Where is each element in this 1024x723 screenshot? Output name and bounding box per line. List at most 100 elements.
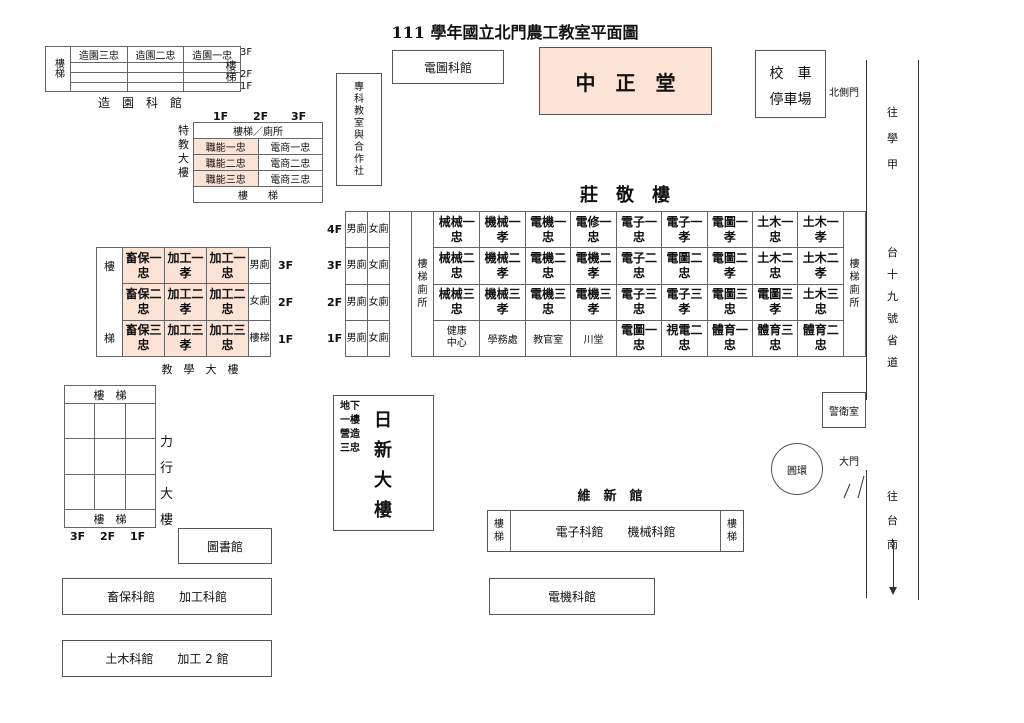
floor-label: 1F — [278, 333, 294, 346]
main-gate-label: 大門 — [839, 457, 859, 468]
guard-room: 警衛室 — [822, 392, 866, 428]
classroom: 電機一忠 — [524, 210, 572, 249]
classroom: 加工一忠 — [206, 246, 249, 285]
jiaoxue-caption: 教 學 大 樓 — [161, 363, 239, 376]
floor-label: 1F — [213, 110, 229, 123]
arrow-down-icon — [889, 587, 897, 595]
classroom: 造園二忠 — [126, 46, 185, 63]
rixin-note: 地下一樓營造三忠 — [340, 401, 360, 454]
classroom: 電子二忠 — [615, 247, 663, 285]
zaoyuan-caption: 造 園 科 館 — [97, 96, 182, 110]
lixing-stairs-bottom: 樓 梯 — [64, 509, 156, 528]
floor-label: 3F — [278, 259, 294, 272]
stairs-restroom-east: 樓梯廁所 — [843, 211, 866, 357]
classroom: 電商一忠 — [257, 138, 323, 155]
floor-label: 2F — [253, 110, 269, 123]
classroom: 職能一忠 — [193, 138, 259, 155]
male-restroom: 男廁 — [345, 247, 368, 285]
zaoyuan-stairs: 樓梯 — [45, 46, 71, 92]
zaoyuan-building: 樓梯 造園三忠 造園二忠 造園一忠 — [45, 46, 241, 92]
zaoyuan-stairs-right: 樓梯 — [224, 60, 237, 82]
rixin-name: 日新大樓 — [374, 410, 392, 521]
classroom: 電商二忠 — [257, 154, 323, 171]
gate-lines — [843, 475, 865, 499]
classroom: 加工三孝 — [164, 319, 207, 358]
classroom: 加工三忠 — [206, 319, 249, 358]
road-label-mid: 台十九號省道 — [887, 246, 898, 369]
classroom: 電圖一孝 — [706, 210, 754, 249]
weixin-stairs-left: 樓梯 — [488, 511, 511, 551]
female-restroom: 女廁 — [367, 283, 390, 321]
classroom: 械械一忠 — [432, 210, 481, 249]
classroom: 土木一忠 — [752, 210, 799, 249]
classroom: 電機三忠 — [524, 283, 572, 321]
north-gate-label: 北側門 — [829, 88, 859, 99]
classroom: 造園三忠 — [70, 46, 128, 63]
tejiao-building: 樓梯／廁所 職能一忠電商一忠 職能二忠電商二忠 職能三忠電商三忠 樓 梯 — [193, 122, 323, 203]
classroom: 電圖一忠 — [615, 319, 663, 358]
classroom: 電子三忠 — [615, 283, 663, 321]
female-restroom: 女廁 — [367, 247, 390, 285]
road-edge — [866, 60, 867, 400]
zhuangjing-name: 莊 敬 樓 — [580, 185, 670, 206]
chubao-jiagong-building: 畜保科館 加工科館 — [62, 578, 272, 615]
classroom: 體育一忠 — [706, 319, 754, 358]
rixin-building: 地下一樓營造三忠 日新大樓 — [333, 395, 434, 531]
classroom: 電子三孝 — [661, 283, 708, 321]
classroom: 電機二孝 — [570, 247, 617, 285]
bus-parking: 校 車 停車場 — [755, 50, 826, 118]
male-restroom: 男廁 — [345, 319, 368, 358]
classroom: 電機三孝 — [570, 283, 617, 321]
floor-label: 1F — [130, 530, 146, 543]
office: 川堂 — [570, 319, 617, 358]
classroom: 電圖三忠 — [706, 283, 754, 321]
roundabout: 圓環 — [771, 443, 823, 495]
tumu-jiagong-building: 土木科館 加工 2 館 — [62, 640, 272, 677]
jiaoxue-building: 樓 畜保一忠 加工一孝 加工一忠 男廁 畜保二忠 加工二孝 加工二忠 女廁 梯 … — [96, 246, 271, 358]
floor-label: 1F — [327, 332, 343, 345]
classroom: 畜保一忠 — [122, 246, 165, 285]
gap — [389, 211, 412, 357]
lixing-building: 樓 梯 樓 梯 — [63, 385, 157, 528]
classroom: 畜保二忠 — [122, 283, 165, 321]
diantu-building: 電圖科館 — [392, 50, 504, 84]
classroom: 體育三忠 — [752, 319, 799, 358]
female-restroom: 女廁 — [367, 319, 390, 358]
lixing-stairs-top: 樓 梯 — [64, 385, 156, 404]
weixin-stairs-right: 樓梯 — [720, 511, 743, 551]
classroom: 機械二孝 — [479, 247, 526, 285]
stairs: 樓梯 — [248, 319, 271, 358]
female-restroom: 女廁 — [248, 283, 271, 321]
classroom: 土木三忠 — [797, 283, 844, 321]
classroom: 體育二忠 — [797, 319, 844, 358]
library: 圖書館 — [178, 528, 272, 564]
classroom: 職能二忠 — [193, 154, 259, 171]
male-restroom: 男廁 — [345, 283, 368, 321]
tejiao-top: 樓梯／廁所 — [193, 122, 323, 139]
floor-label: 3F — [327, 259, 343, 272]
floor-label: 3F — [291, 110, 307, 123]
classroom: 加工二孝 — [164, 283, 207, 321]
classroom: 機械三孝 — [479, 283, 526, 321]
office: 學務處 — [479, 319, 526, 358]
female-restroom: 女廁 — [367, 210, 390, 249]
floor-label: 2F — [240, 69, 253, 80]
lixing-name: 力行大樓 — [160, 435, 174, 528]
weixin-content: 電子科館 機械科館 — [555, 524, 676, 539]
classroom: 電圖二孝 — [706, 247, 754, 285]
classroom: 電機二忠 — [524, 247, 572, 285]
weixin-name: 維 新 館 — [577, 489, 643, 504]
classroom: 電圖二忠 — [661, 247, 708, 285]
classroom: 加工一孝 — [164, 246, 207, 285]
male-restroom: 男廁 — [248, 246, 271, 285]
classroom: 機械一孝 — [479, 210, 526, 249]
classroom: 視電二忠 — [661, 319, 708, 358]
zhuanke-building: 專科教室與合作社 — [336, 73, 382, 186]
classroom: 電修一忠 — [570, 210, 617, 249]
office: 教官室 — [524, 319, 572, 358]
floor-label: 4F — [327, 223, 343, 236]
male-restroom: 男廁 — [345, 210, 368, 249]
floor-label: 1F — [240, 81, 253, 92]
tejiao-side-label: 特教大樓 — [178, 124, 189, 179]
floor-label: 2F — [278, 296, 294, 309]
